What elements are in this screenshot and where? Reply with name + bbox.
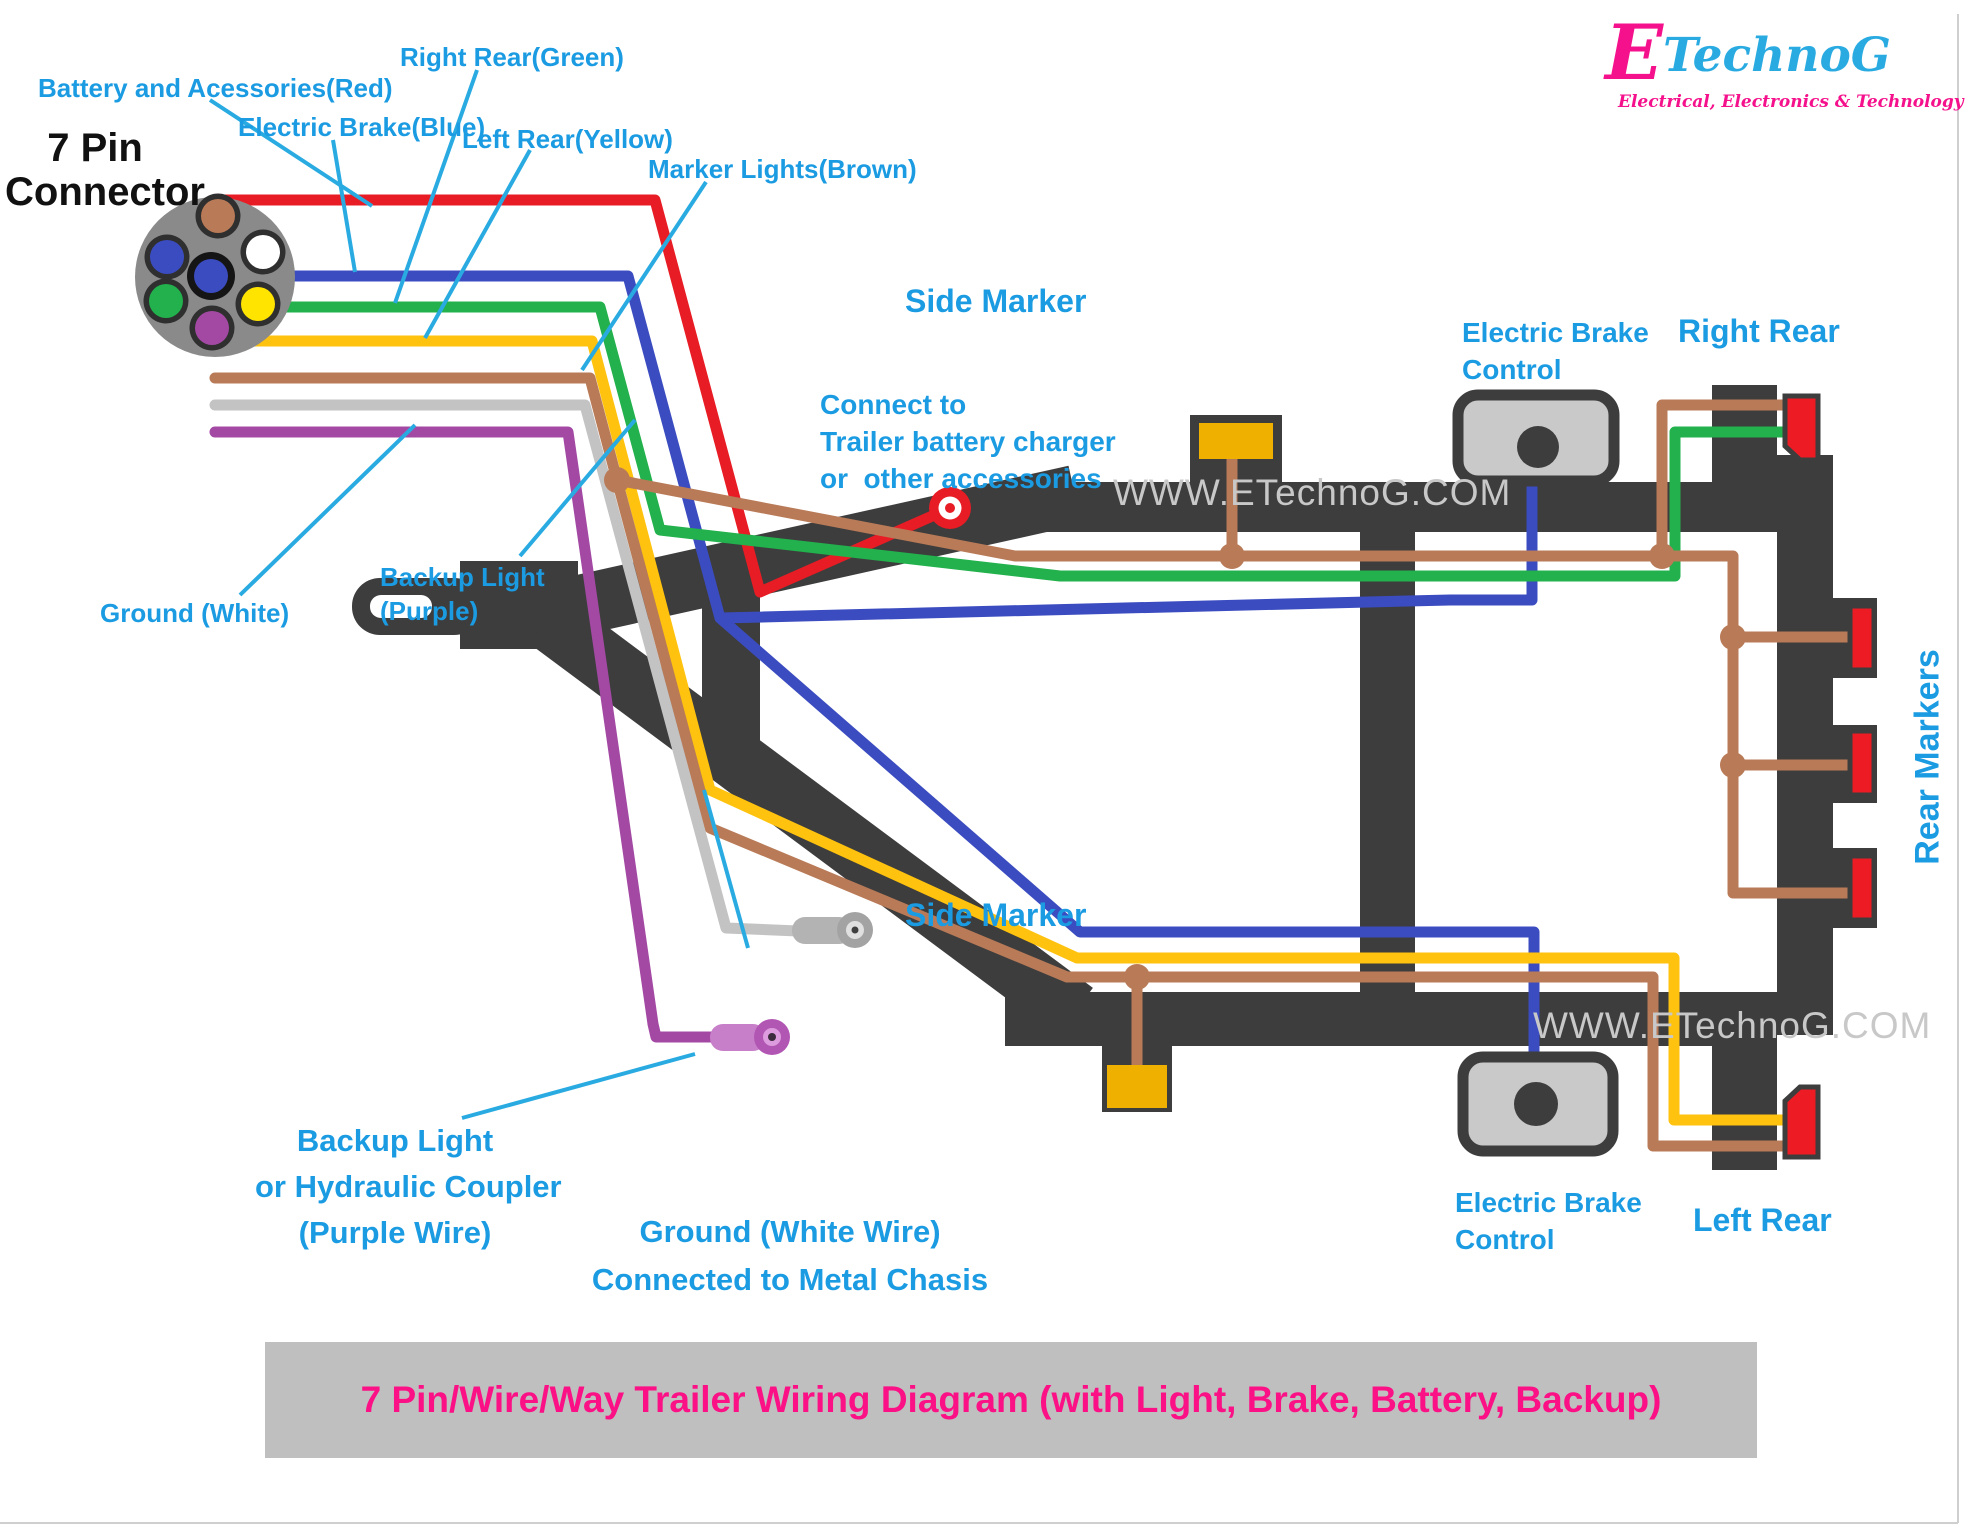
leader-backup-purple [518,418,637,558]
yellow-wire [209,335,1806,1126]
side-marker-light-top [1199,423,1273,459]
label-backup-purple-line2: (Purple) [380,596,479,626]
label-marker-lights-brown: Marker Lights(Brown) [648,154,917,184]
leader-ground-white [238,423,417,597]
terminal-center [945,503,955,513]
terminal-pill [792,917,852,944]
blue-pin-left [150,240,184,274]
logo-name: TechnoG [1663,28,1891,83]
label-electric-brake-blue: Electric Brake(Blue) [238,112,486,142]
label-backup-purple-line1: Backup Light [380,562,545,592]
brown-junctions [604,467,1746,990]
label-brake-control-bottom: Electric Brake Control [1455,1184,1642,1258]
leader-right-rear-green [393,69,479,304]
connector-heading: 7 Pin Connector [5,126,205,214]
rear-marker-light-3 [1847,853,1877,923]
purple-pin [195,311,229,345]
white-pin [246,235,280,269]
label-brake-top-line1: Electric Brake [1462,317,1649,348]
junction-dot [1720,624,1746,650]
label-side-marker-top: Side Marker [905,283,1087,319]
rear-marker-light-2 [1847,728,1877,798]
yellow-pin [241,287,275,321]
label-battery-red: Battery and Acessories(Red) [38,73,393,103]
leader-marker-lights-brown [580,180,708,372]
label-right-rear-green: Right Rear(Green) [400,42,624,72]
leader-lines [208,69,750,1120]
label-right-rear: Right Rear [1678,313,1840,349]
note-connect-to-line1: Connect to [820,389,967,420]
white-ground-wire [209,399,804,937]
coupler-hole [370,595,432,618]
label-brake-bottom-line1: Electric Brake [1455,1187,1642,1218]
note-backup-coupler: Backup Light or Hydraulic Coupler (Purpl… [255,1118,562,1256]
purple-wire [209,426,720,1043]
junction-dot [604,467,630,493]
note-backup-line3: (Purple Wire) [298,1215,492,1250]
watermark-bottom: WWW.ETechnoG.COM [1533,1005,1932,1046]
leader-backup-terminal [461,1052,696,1120]
label-side-marker-bottom: Side Marker [905,897,1087,933]
rear-rail [1777,455,1833,1035]
terminal-center [768,1033,776,1041]
label-brake-top-line2: Control [1462,354,1562,385]
leader-electric-brake-blue [331,139,357,273]
note-connect-to-line2: Trailer battery charger [820,426,1116,457]
terminal-pill [710,1024,766,1051]
seven-pin-connector [135,193,295,357]
label-brake-control-top: Electric Brake Control [1462,314,1649,388]
diagram-title: 7 Pin/Wire/Way Trailer Wiring Diagram (w… [360,1379,1662,1420]
brown-pin [201,199,235,233]
junction-dot [1219,543,1245,569]
logo-tagline: Electrical, Electronics & Technology [1618,92,1964,112]
junction-dot [1124,964,1150,990]
left-rear-light-post [1712,992,1777,1170]
label-left-rear-yellow: Left Rear(Yellow) [462,124,673,154]
leader-battery-red [208,98,374,208]
label-left-rear: Left Rear [1693,1202,1832,1238]
note-connect-to-line3: or other accessories [820,463,1102,494]
brake-knob [1514,1082,1558,1126]
junction-dot [1649,543,1675,569]
left-rear-light [1782,1084,1821,1160]
leader-ground-chassis [702,789,750,949]
label-ground-white: Ground (White) [100,598,290,628]
note-ground-line2: Connected to Metal Chasis [591,1262,989,1297]
junction-dot [1720,752,1746,778]
leader-left-rear-yellow [423,149,532,339]
brown-wire [209,372,1858,1152]
blue-pin-center [194,259,228,293]
note-connect-to: Connect to Trailer battery charger or ot… [820,386,1116,497]
ground-ring-terminal [792,912,873,948]
label-brake-bottom-line2: Control [1455,1224,1555,1255]
green-pin [149,284,183,318]
electric-brake-control-top [1452,389,1620,487]
title-bar: 7 Pin/Wire/Way Trailer Wiring Diagram (w… [265,1342,1757,1458]
electric-brake-control-bottom [1457,1051,1619,1157]
green-wire [209,301,1808,582]
battery-ring-terminal [929,487,971,529]
label-backup-purple: Backup Light (Purple) [380,560,545,628]
mid-cross-member [1360,505,1415,1010]
connector-heading-line1: 7 Pin [47,126,143,170]
rear-marker-light-1 [1847,603,1877,673]
brake-knob [1517,426,1559,468]
label-rear-markers: Rear Markers [1908,649,1947,865]
note-backup-line1: Backup Light [296,1123,494,1158]
side-marker-light-bottom [1107,1065,1167,1108]
note-backup-line2: or Hydraulic Coupler [255,1169,562,1204]
note-ground-chassis: Ground (White Wire) Connected to Metal C… [590,1208,990,1304]
connector-heading-line2: Connector [5,170,205,214]
terminal-center [851,926,859,934]
wire-harness [209,194,1858,1152]
watermark-top: WWW.ETechnoG.COM [1113,472,1512,513]
note-ground-line1: Ground (White Wire) [639,1214,941,1249]
right-rear-light [1782,393,1821,463]
backup-ring-terminal [710,1019,790,1055]
logo-letter-e: E [1605,8,1663,97]
